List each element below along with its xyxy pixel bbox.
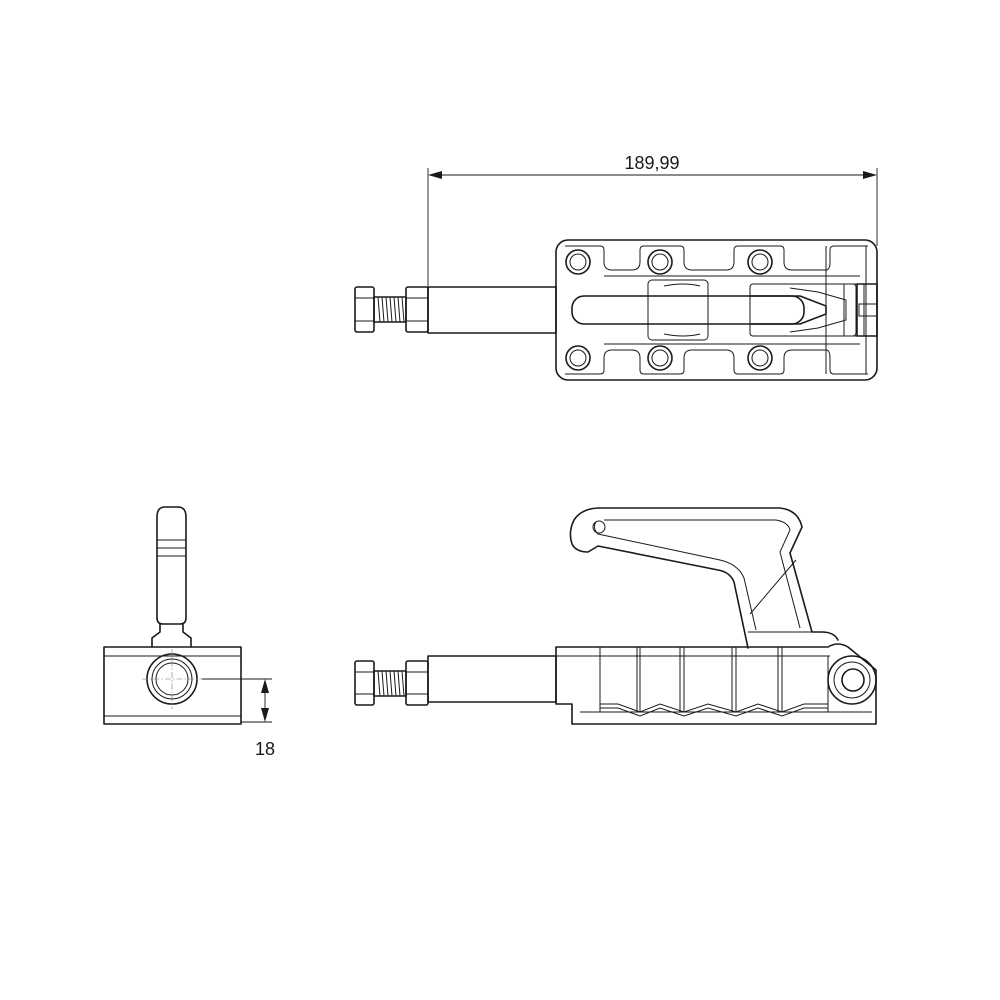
top-mounting-holes bbox=[565, 249, 773, 371]
end-bore bbox=[142, 649, 202, 709]
mounting-hole bbox=[647, 249, 673, 275]
top-plunger bbox=[427, 286, 557, 334]
mounting-hole bbox=[747, 249, 773, 275]
mounting-hole bbox=[747, 345, 773, 371]
top-view: 189,99 bbox=[354, 153, 878, 381]
mounting-hole bbox=[565, 249, 591, 275]
end-handle bbox=[151, 506, 192, 648]
end-view: 18 bbox=[103, 506, 275, 759]
mounting-hole bbox=[565, 345, 591, 371]
overall-length-dimension: 189,99 bbox=[427, 153, 878, 290]
top-bolt bbox=[354, 286, 429, 333]
base-height-dimension: 18 bbox=[202, 678, 275, 759]
top-body bbox=[555, 239, 878, 381]
top-handle bbox=[571, 279, 878, 341]
side-bolt bbox=[354, 660, 429, 706]
base-height-label: 18 bbox=[255, 739, 275, 759]
side-plunger bbox=[427, 655, 557, 703]
mounting-hole bbox=[647, 345, 673, 371]
side-view bbox=[354, 507, 877, 725]
end-base bbox=[103, 646, 242, 725]
side-pivot bbox=[827, 655, 877, 705]
side-body bbox=[555, 643, 877, 725]
overall-length-label: 189,99 bbox=[624, 153, 679, 173]
side-handle bbox=[569, 507, 839, 649]
